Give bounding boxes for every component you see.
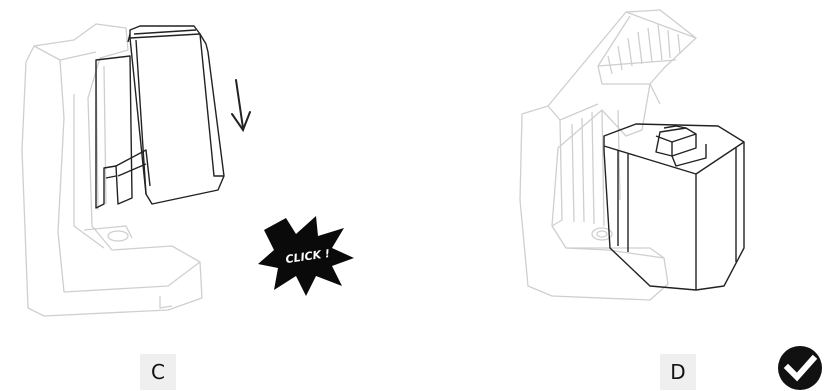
stand-c: [22, 24, 202, 316]
checkmark-icon: [776, 345, 824, 391]
module-d: [604, 124, 744, 290]
arrow-down-icon: [232, 80, 250, 130]
step-c-illustration: [0, 0, 420, 340]
step-label-c: C: [140, 354, 176, 390]
step-d-illustration: [500, 0, 800, 320]
click-burst-icon: CLICK !: [256, 212, 356, 298]
step-label-d: D: [660, 354, 696, 390]
